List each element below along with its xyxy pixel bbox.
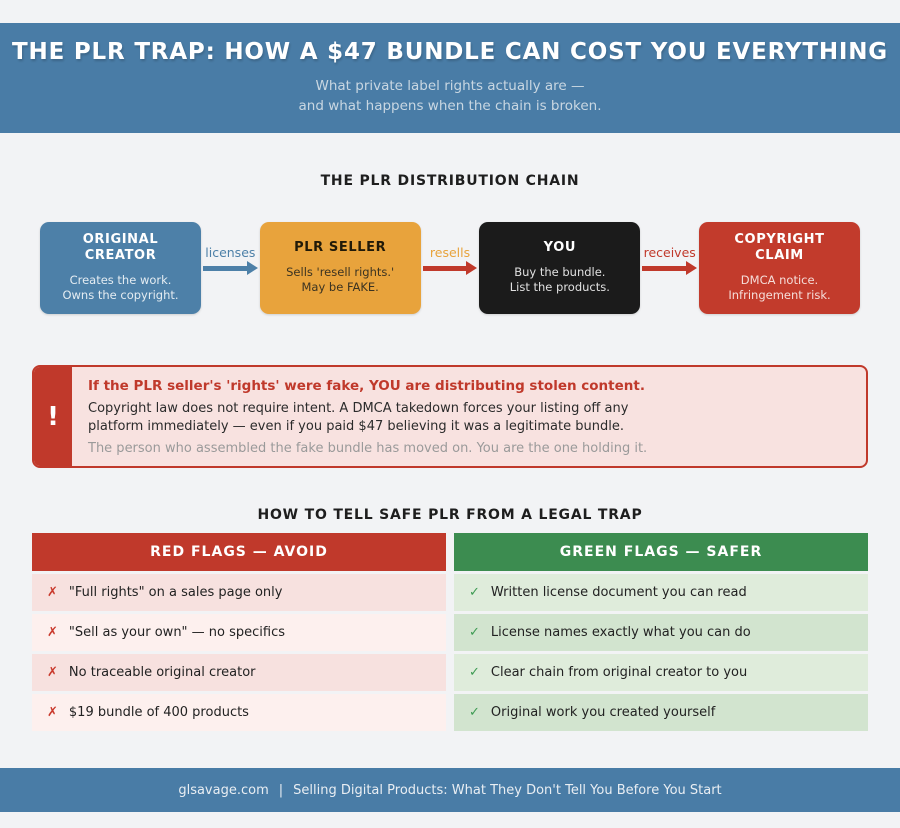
check-icon: ✓ [469,625,480,641]
chain-node-description: DMCA notice. Infringement risk. [728,272,831,303]
green-flag-item: ✓ Original work you created yourself [454,691,868,732]
arrow-label: resells [429,245,471,260]
check-icon: ✓ [469,585,480,601]
check-icon: ✓ [469,665,480,681]
green-flag-item: ✓ Written license document you can read [454,571,868,612]
header-banner: THE PLR TRAP: HOW A $47 BUNDLE CAN COST … [0,23,900,133]
green-flag-text: Original work you created yourself [490,705,716,721]
distribution-chain-diagram: ORIGINAL CREATOR Creates the work. Owns … [40,222,861,314]
chain-node-description: Creates the work. Owns the copyright. [62,272,179,303]
right-arrow-icon [642,261,698,275]
chain-arrow-receives: receives [640,222,699,314]
green-flag-text: Clear chain from original creator to you [490,665,748,681]
warning-content: If the PLR seller's 'rights' were fake, … [72,367,663,466]
chain-node-description: Buy the bundle. List the products. [509,264,610,295]
footer-text: Selling Digital Products: What They Don'… [293,782,722,798]
exclamation-icon: ! [34,367,72,467]
green-flag-item: ✓ License names exactly what you can do [454,611,868,652]
green-flag-text: Written license document you can read [490,585,747,601]
green-flags-column: GREEN FLAGS — SAFER ✓ Written license do… [454,533,868,732]
warning-body: Copyright law does not require intent. A… [88,401,629,435]
red-flags-header: RED FLAGS — AVOID [32,533,446,572]
cross-icon: ✗ [47,625,58,641]
chain-node-title: YOU [543,240,577,256]
cross-icon: ✗ [47,665,58,681]
red-flag-text: No traceable original creator [68,665,256,681]
chain-node-you: YOU Buy the bundle. List the products. [479,222,641,314]
green-flag-text: License names exactly what you can do [490,625,751,641]
red-flag-text: "Full rights" on a sales page only [68,585,283,601]
chain-node-title: COPYRIGHT CLAIM [734,232,825,264]
cross-icon: ✗ [47,585,58,601]
top-margin-strip [0,0,900,23]
page-title: THE PLR TRAP: HOW A $47 BUNDLE CAN COST … [12,39,888,66]
red-flag-item: ✗ No traceable original creator [32,651,446,692]
chain-node-title: ORIGINAL CREATOR [82,232,159,264]
chain-node-plr-seller: PLR SELLER Sells 'resell rights.' May be… [259,222,421,314]
footer-bar: glsavage.com | Selling Digital Products:… [0,768,900,812]
red-flags-column: RED FLAGS — AVOID ✗ "Full rights" on a s… [32,533,446,732]
chain-arrow-licenses: licenses [201,222,260,314]
right-arrow-icon [422,261,478,275]
chain-arrow-resells: resells [421,222,480,314]
red-flag-item: ✗ "Full rights" on a sales page only [32,571,446,612]
warning-note: The person who assembled the fake bundle… [88,441,648,457]
chain-node-description: Sells 'resell rights.' May be FAKE. [286,264,395,295]
check-icon: ✓ [469,705,480,721]
arrow-label: licenses [205,245,256,260]
chain-node-title: PLR SELLER [294,240,387,256]
green-flag-item: ✓ Clear chain from original creator to y… [454,651,868,692]
comparison-section-heading: HOW TO TELL SAFE PLR FROM A LEGAL TRAP [257,507,643,524]
red-flag-text: $19 bundle of 400 products [68,705,249,721]
flags-comparison-table: RED FLAGS — AVOID ✗ "Full rights" on a s… [32,533,868,732]
arrow-label: receives [643,245,696,260]
cross-icon: ✗ [47,705,58,721]
red-flag-item: ✗ "Sell as your own" — no specifics [32,611,446,652]
red-flag-text: "Sell as your own" — no specifics [68,625,286,641]
footer-separator: | [278,782,284,798]
chain-section-heading: THE PLR DISTRIBUTION CHAIN [320,173,580,189]
page-subtitle: What private label rights actually are —… [298,78,602,114]
warning-title: If the PLR seller's 'rights' were fake, … [88,378,645,394]
right-arrow-icon [203,261,258,275]
red-flag-item: ✗ $19 bundle of 400 products [32,691,446,732]
chain-node-original-creator: ORIGINAL CREATOR Creates the work. Owns … [40,222,201,314]
warning-callout: ! If the PLR seller's 'rights' were fake… [32,365,868,469]
green-flags-header: GREEN FLAGS — SAFER [454,533,868,572]
chain-node-copyright-claim: COPYRIGHT CLAIM DMCA notice. Infringemen… [699,222,861,314]
footer-site: glsavage.com [178,782,269,798]
